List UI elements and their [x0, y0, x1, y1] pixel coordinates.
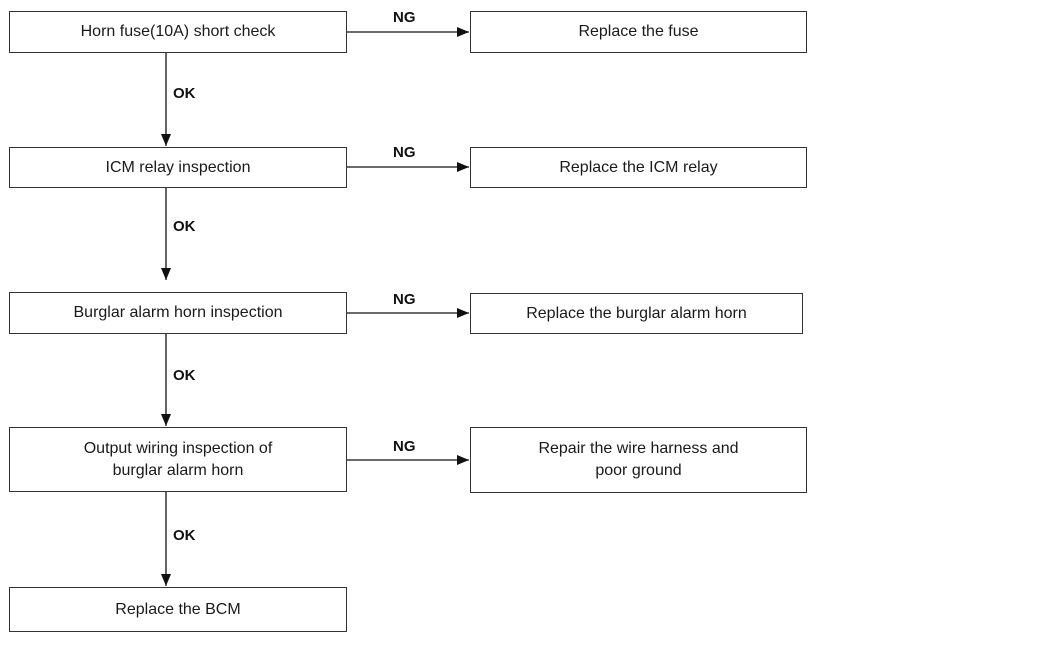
ok-label: OK [173, 218, 196, 235]
check-box-output-wiring: Output wiring inspection of burglar alar… [9, 427, 347, 492]
check-text: Horn fuse(10A) short check [80, 23, 276, 40]
check-text: Burglar alarm horn inspection [73, 304, 283, 321]
final-text: Replace the BCM [115, 600, 241, 618]
action-box-replace-icm-relay: Replace the ICM relay [470, 147, 807, 188]
final-box-replace-bcm: Replace the BCM [9, 587, 347, 632]
action-box-repair-harness: Repair the wire harness and poor ground [470, 427, 807, 493]
action-box-replace-alarm-horn: Replace the burglar alarm horn [470, 293, 803, 334]
ok-label: OK [173, 527, 196, 544]
ng-label: NG [393, 438, 416, 455]
action-text: Replace the burglar alarm horn [526, 304, 747, 322]
check-box-horn-fuse: Horn fuse(10A) short check [9, 11, 347, 53]
check-text: Output wiring inspection of burglar alar… [83, 439, 273, 479]
ok-label: OK [173, 85, 196, 102]
check-box-icm-relay: ICM relay inspection [9, 147, 347, 188]
check-box-alarm-horn: Burglar alarm horn inspection [9, 292, 347, 334]
check-text: ICM relay inspection [105, 158, 251, 176]
action-text: Replace the fuse [578, 23, 699, 40]
ok-label: OK [173, 367, 196, 384]
ng-label: NG [393, 144, 416, 161]
action-box-replace-fuse: Replace the fuse [470, 11, 807, 53]
ng-label: NG [393, 291, 416, 308]
action-text: Repair the wire harness and poor ground [538, 440, 739, 479]
ng-label: NG [393, 9, 416, 26]
action-text: Replace the ICM relay [559, 158, 718, 176]
